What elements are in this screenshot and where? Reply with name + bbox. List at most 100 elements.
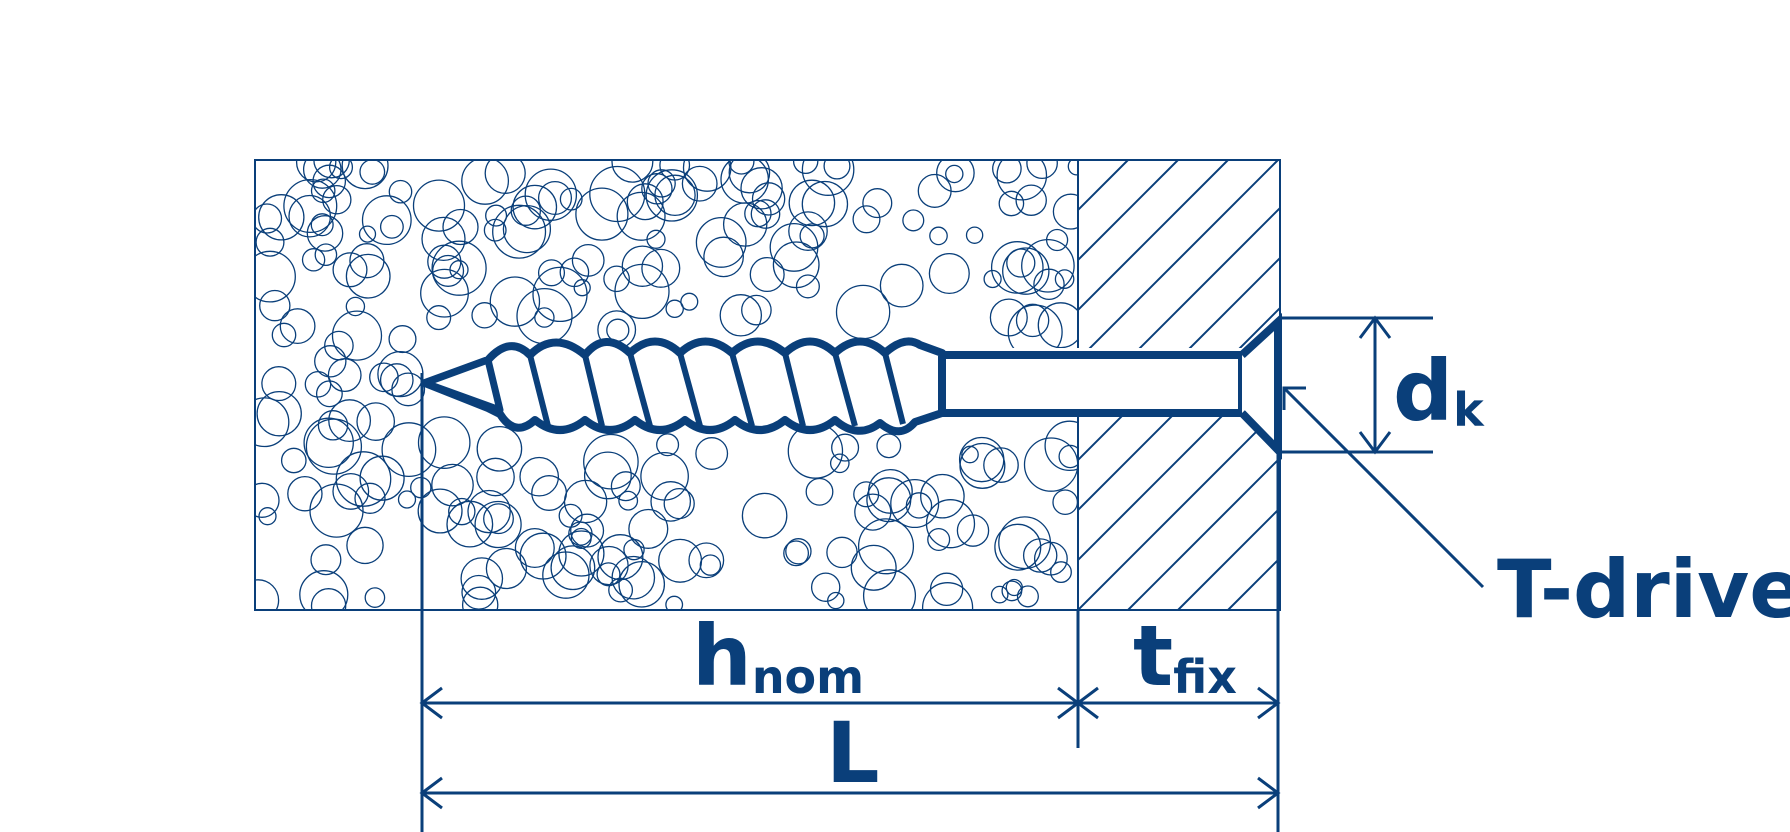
pore bbox=[810, 572, 841, 602]
screw-shank bbox=[942, 351, 1242, 417]
pore bbox=[1052, 193, 1078, 230]
pore bbox=[795, 274, 820, 299]
pore bbox=[645, 169, 699, 222]
pore bbox=[805, 477, 834, 506]
pore bbox=[862, 569, 917, 610]
pore bbox=[359, 455, 405, 501]
pore bbox=[1050, 561, 1072, 584]
hatch-line bbox=[1078, 160, 1229, 312]
pore bbox=[310, 213, 334, 237]
pore bbox=[258, 507, 277, 526]
pore bbox=[302, 160, 342, 189]
pore bbox=[917, 173, 952, 208]
label-d-k: dk bbox=[1393, 342, 1485, 440]
pore bbox=[301, 248, 326, 272]
pore bbox=[531, 475, 568, 511]
pore bbox=[559, 187, 583, 211]
pore bbox=[665, 299, 684, 319]
pore bbox=[1052, 489, 1078, 516]
pore bbox=[616, 191, 666, 241]
pore bbox=[611, 555, 656, 600]
pore bbox=[703, 236, 744, 278]
pore bbox=[831, 433, 860, 462]
pore bbox=[998, 190, 1025, 217]
pore bbox=[862, 188, 893, 219]
pore bbox=[431, 240, 487, 296]
pore bbox=[388, 325, 417, 354]
pore bbox=[936, 160, 975, 193]
label-h-nom: hnom bbox=[692, 607, 864, 705]
pore bbox=[255, 203, 283, 234]
pore bbox=[925, 499, 976, 549]
pore bbox=[879, 263, 924, 308]
pore bbox=[827, 591, 845, 610]
hatch-line bbox=[1078, 160, 1279, 362]
pore bbox=[853, 481, 880, 508]
pore bbox=[364, 587, 386, 608]
pore bbox=[388, 179, 413, 204]
pore bbox=[573, 279, 591, 297]
pore bbox=[271, 322, 297, 348]
pore bbox=[550, 545, 596, 591]
pore bbox=[295, 160, 337, 183]
pore bbox=[597, 534, 644, 581]
pore bbox=[324, 330, 354, 361]
pore bbox=[608, 577, 634, 603]
pore bbox=[369, 362, 399, 393]
pore bbox=[341, 160, 389, 190]
pore bbox=[417, 416, 471, 469]
pore bbox=[524, 168, 578, 221]
pore bbox=[628, 508, 669, 549]
pore bbox=[397, 490, 417, 509]
screw-thread-crests bbox=[527, 352, 906, 427]
pore bbox=[772, 241, 820, 289]
pore bbox=[332, 472, 370, 510]
pore bbox=[823, 160, 851, 180]
pore bbox=[750, 199, 781, 229]
pore bbox=[610, 471, 641, 502]
pore bbox=[356, 402, 396, 441]
pore bbox=[460, 557, 504, 600]
pore bbox=[537, 180, 573, 216]
pore bbox=[665, 595, 684, 610]
hatch-line bbox=[1127, 456, 1280, 610]
pore bbox=[417, 488, 463, 534]
pore bbox=[623, 538, 645, 561]
pore bbox=[345, 253, 391, 299]
pore bbox=[1037, 302, 1078, 349]
pore bbox=[303, 417, 354, 469]
pore bbox=[421, 216, 466, 262]
pore bbox=[749, 256, 785, 293]
pore bbox=[471, 302, 498, 329]
pore bbox=[288, 194, 332, 238]
pore bbox=[1022, 538, 1058, 573]
pore bbox=[741, 492, 788, 539]
pore bbox=[427, 244, 462, 279]
pore bbox=[448, 497, 476, 526]
pore bbox=[559, 257, 590, 288]
pore bbox=[854, 493, 892, 531]
pore bbox=[799, 223, 825, 249]
pore bbox=[485, 547, 528, 590]
pore bbox=[1015, 303, 1050, 338]
label-L: L bbox=[826, 704, 880, 802]
hatch-line bbox=[1078, 160, 1179, 262]
pore bbox=[461, 160, 510, 205]
pore bbox=[654, 174, 696, 217]
pore bbox=[361, 195, 412, 246]
pore bbox=[744, 199, 772, 228]
pore bbox=[512, 184, 558, 230]
pore bbox=[905, 492, 933, 519]
pore bbox=[314, 345, 347, 378]
pore bbox=[928, 252, 970, 295]
pore bbox=[358, 225, 377, 243]
pore bbox=[332, 252, 368, 288]
pore bbox=[259, 289, 291, 322]
pore bbox=[852, 205, 881, 234]
pore bbox=[688, 542, 725, 579]
pore bbox=[719, 294, 763, 337]
pore bbox=[921, 582, 974, 610]
pore bbox=[583, 451, 632, 500]
pore bbox=[255, 397, 290, 448]
pore bbox=[959, 442, 1006, 489]
